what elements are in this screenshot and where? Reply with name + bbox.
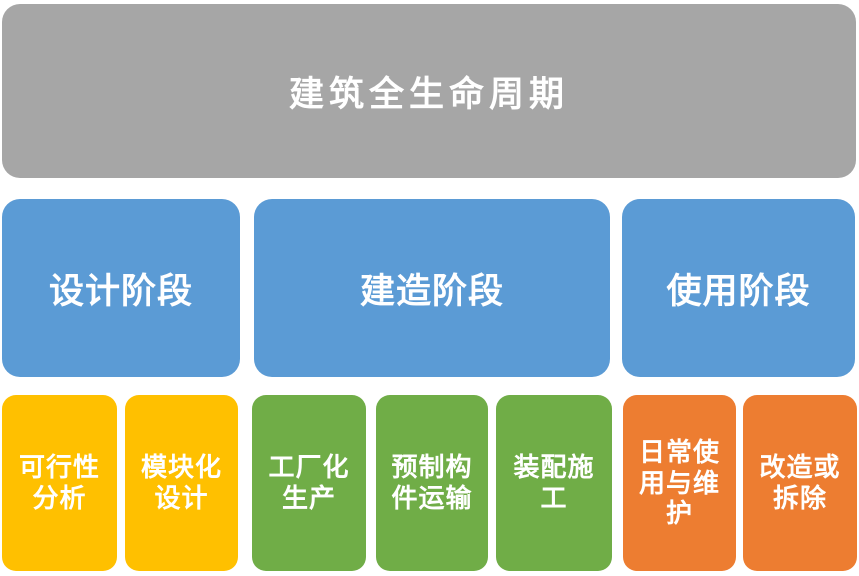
sub-box-assembly-construction-label: 装配施 工: [513, 452, 595, 513]
sub-box-renovation-or-demolition: 改造或 拆除: [743, 395, 857, 571]
stage-box-design: 设计阶段: [2, 199, 240, 377]
sub-box-prefab-component-transport: 预制构 件运输: [376, 395, 488, 571]
sub-box-modular-design-label: 模块化 设计: [140, 452, 222, 513]
sub-box-prefab-component-transport-label: 预制构 件运输: [391, 452, 473, 513]
stage-box-use: 使用阶段: [622, 199, 855, 377]
sub-box-renovation-or-demolition-label: 改造或 拆除: [759, 452, 841, 513]
lifecycle-title: 建筑全生命周期: [288, 74, 569, 114]
sub-box-daily-use-maintenance: 日常使 用与维 护: [623, 395, 736, 571]
sub-box-modular-design: 模块化 设计: [125, 395, 238, 571]
stage-design-label: 设计阶段: [48, 271, 193, 311]
sub-box-daily-use-maintenance-label: 日常使 用与维 护: [638, 436, 720, 529]
stage-use-label: 使用阶段: [666, 271, 811, 311]
sub-box-assembly-construction: 装配施 工: [496, 395, 612, 571]
sub-box-factory-production: 工厂化 生产: [252, 395, 366, 571]
sub-box-factory-production-label: 工厂化 生产: [268, 452, 350, 513]
sub-box-feasibility-analysis-label: 可行性 分析: [18, 452, 100, 513]
lifecycle-title-box: 建筑全生命周期: [2, 4, 856, 178]
stage-construction-label: 建造阶段: [359, 271, 504, 311]
stage-box-construction: 建造阶段: [254, 199, 610, 377]
sub-box-feasibility-analysis: 可行性 分析: [2, 395, 117, 571]
